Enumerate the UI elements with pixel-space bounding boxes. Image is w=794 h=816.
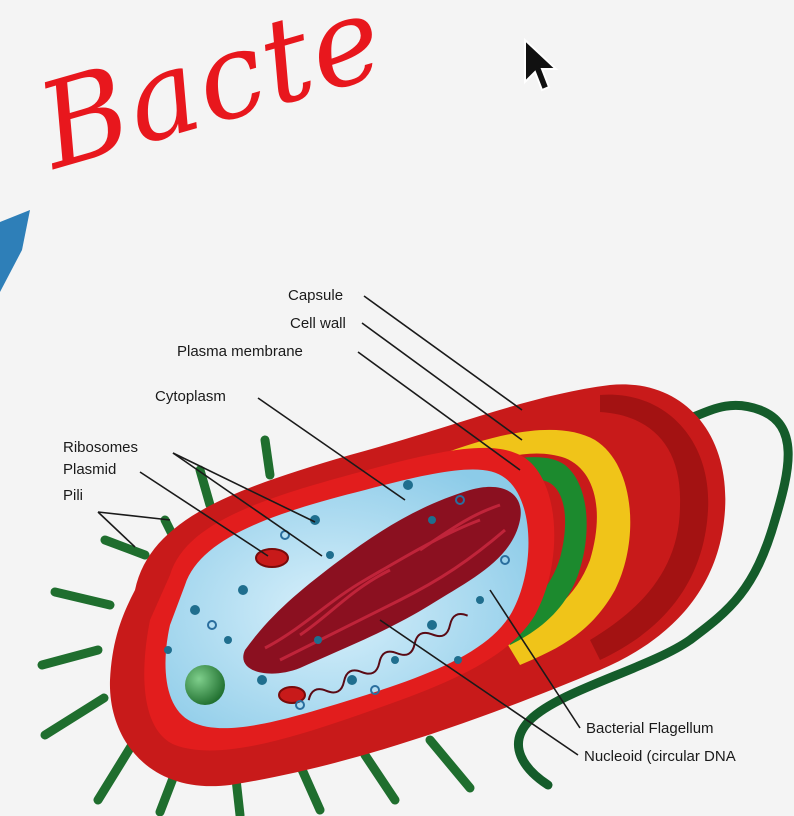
label-cytoplasm: Cytoplasm (155, 389, 226, 404)
mouse-pointer-icon (525, 40, 556, 90)
label-plasmid: Plasmid (63, 462, 116, 477)
label-ribosomes: Ribosomes (63, 440, 138, 455)
label-flagellum: Bacterial Flagellum (586, 721, 714, 736)
label-nucleoid: Nucleoid (circular DNA (584, 749, 736, 764)
label-capsule: Capsule (288, 288, 343, 303)
label-pili: Pili (63, 488, 83, 503)
label-plasma-membrane: Plasma membrane (177, 344, 303, 359)
label-cell-wall: Cell wall (290, 316, 346, 331)
blue-arrow-shape (0, 210, 30, 292)
